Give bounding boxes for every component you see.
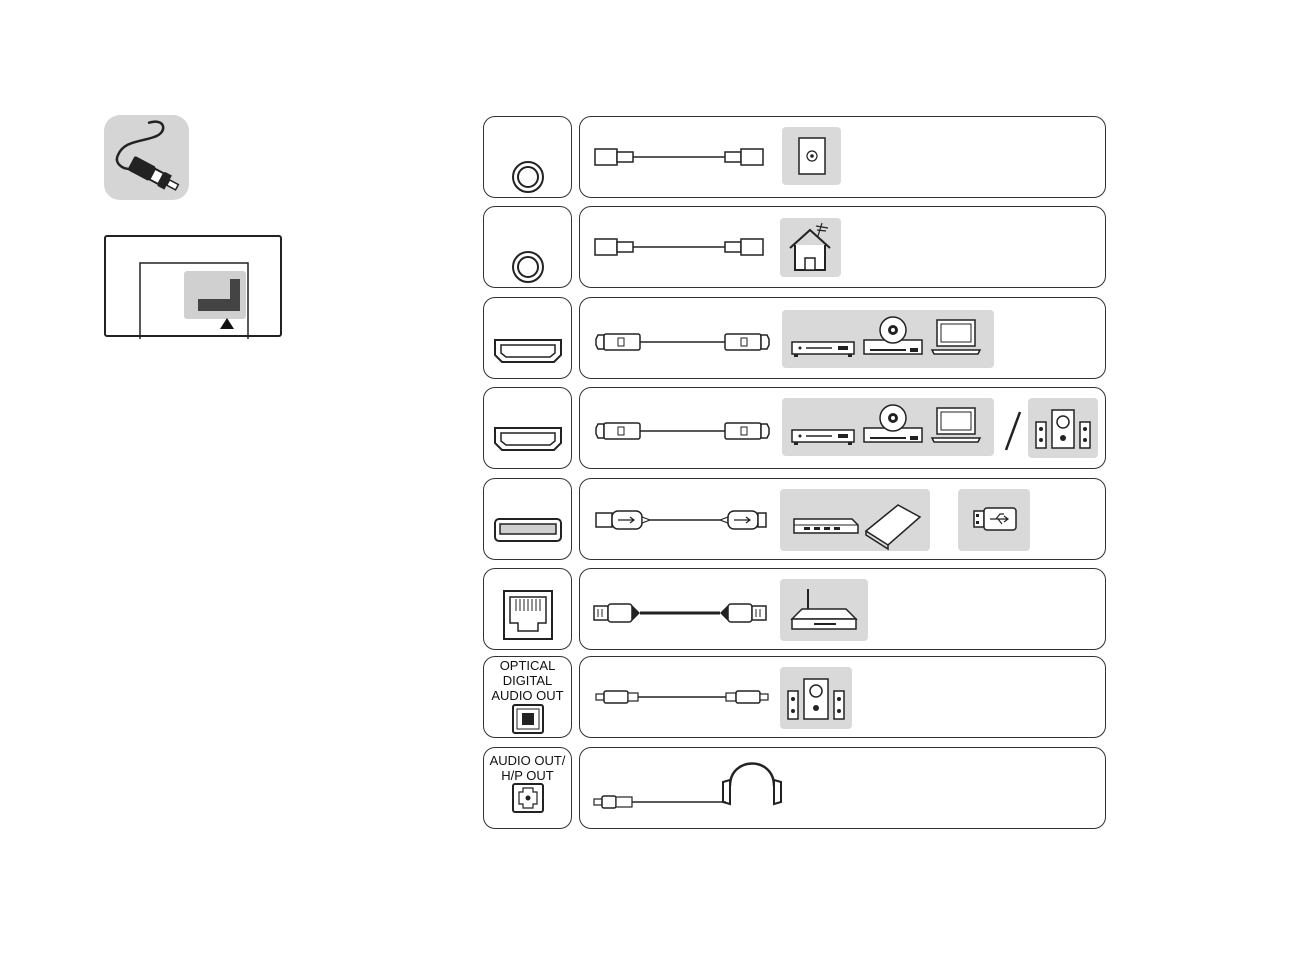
headphones-icon <box>723 764 781 805</box>
speaker-system-icon <box>780 667 852 729</box>
lan-cable-cell <box>579 568 1106 650</box>
hdmi-cable-cell-2 <box>579 387 1106 469</box>
usb-port-icon <box>484 479 573 561</box>
optical-port-cell: OPTICAL DIGITAL AUDIO OUT <box>483 656 572 738</box>
laptop-icon <box>932 408 980 442</box>
hdmi-port-cell-2 <box>483 387 572 469</box>
hdmi-port-cell <box>483 297 572 379</box>
slash-separator-icon <box>1000 408 1024 454</box>
coax-port-icon <box>484 117 573 199</box>
storage-devices-group <box>780 489 930 551</box>
port-location-diagram <box>106 237 284 339</box>
lan-port-icon <box>484 569 573 651</box>
speaker-system-icon <box>1028 398 1098 458</box>
coax-cable-icon <box>580 207 1107 289</box>
router-icon <box>780 579 868 641</box>
coax-port-cell <box>483 116 572 198</box>
coax-port-cell-2 <box>483 206 572 288</box>
usb-port-cell <box>483 478 572 560</box>
devices-group-2 <box>782 398 994 456</box>
dvd-player-icon <box>864 317 922 354</box>
set-top-box-icon <box>792 430 854 445</box>
dvd-player-icon <box>864 405 922 442</box>
set-top-box-icon <box>792 342 854 357</box>
coax-port-icon <box>484 207 573 289</box>
usb-cable-cell <box>579 478 1106 560</box>
coax-cable-icon <box>580 117 1107 199</box>
headphone-cable-icon <box>580 748 1107 830</box>
hdmi-port-icon <box>484 298 573 380</box>
optical-port-icon <box>484 657 573 739</box>
wall-socket-icon <box>782 127 841 185</box>
devices-group <box>782 310 994 368</box>
optical-cable-cell <box>579 656 1106 738</box>
laptop-icon <box>932 320 980 354</box>
coax-cable-cell <box>579 116 1106 198</box>
house-antenna-icon <box>780 218 841 277</box>
hdmi-cable-cell <box>579 297 1106 379</box>
cable-icon <box>104 115 189 200</box>
headphone-cable-cell <box>579 747 1106 829</box>
tv-back-panel-diagram <box>104 235 282 337</box>
coax-cable-cell-2 <box>579 206 1106 288</box>
external-drive-icon <box>866 505 920 549</box>
headphone-port-icon <box>484 748 573 830</box>
rca-cable-icon <box>104 115 189 200</box>
usb-stick-icon <box>958 489 1030 551</box>
lan-port-cell <box>483 568 572 650</box>
hdd-icon <box>794 519 858 533</box>
hdmi-port-icon <box>484 388 573 470</box>
headphone-port-cell: AUDIO OUT/ H/P OUT <box>483 747 572 829</box>
